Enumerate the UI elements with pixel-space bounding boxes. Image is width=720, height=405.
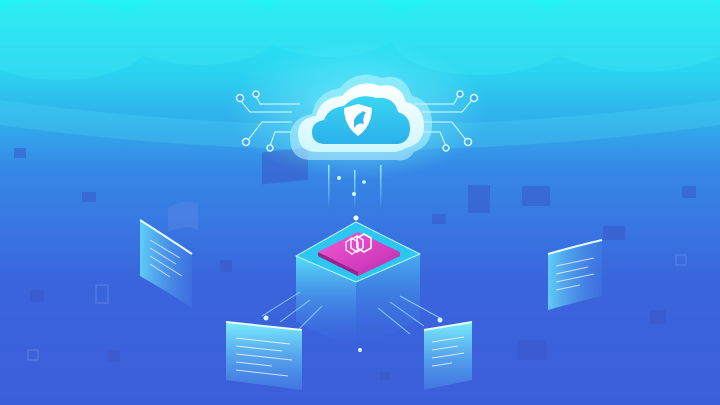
- left-curved-panel: [139, 219, 193, 308]
- data-beams: [328, 165, 382, 221]
- cloud-shield-icon: [290, 74, 432, 161]
- circuit-lines: [239, 95, 473, 147]
- connection-lines: [261, 291, 441, 335]
- connection-nodes: [263, 315, 443, 352]
- floating-outlines: [27, 254, 687, 361]
- background-clouds: [0, 0, 720, 80]
- circuit-nodes: [235, 90, 479, 152]
- floating-arc-shape: [168, 201, 198, 232]
- bottom-left-panel: [225, 321, 303, 390]
- hexagon-stack-icon: [345, 233, 372, 255]
- bottom-right-panel: [423, 321, 473, 390]
- right-curved-panel: [547, 239, 603, 310]
